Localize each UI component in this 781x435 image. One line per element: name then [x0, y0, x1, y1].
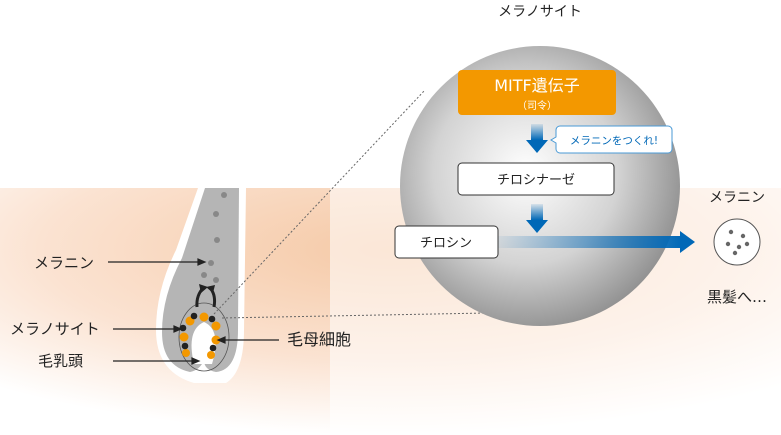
- arrow-down-icon: [526, 220, 548, 233]
- mitf-gene-sub: （司令）: [517, 99, 557, 112]
- label-melanin-hair: メラニン: [34, 254, 94, 272]
- melanin-granules: [201, 192, 227, 283]
- arrow-right-icon: [680, 231, 695, 253]
- tyrosine-box: [394, 225, 499, 259]
- hair-matrix-cells: [179, 312, 221, 359]
- label-dermal-papilla: 毛乳頭: [38, 352, 83, 370]
- label-melanocyte-hair: メラノサイト: [10, 320, 100, 338]
- melanin-granule-circle: [713, 218, 761, 266]
- mitf-gene-box: [458, 70, 616, 115]
- mitf-gene-label: MITF遺伝子: [494, 76, 580, 95]
- black-hair-label: 黒髪へ…: [707, 288, 767, 306]
- melanin-label: メラニン: [709, 190, 765, 206]
- tyrosinase-box: [457, 162, 615, 196]
- label-hair-matrix: 毛母細胞: [287, 330, 351, 349]
- melanocyte-cells: [179, 312, 217, 352]
- melanocyte-title: メラノサイト: [498, 4, 582, 20]
- arrow-down-icon: [526, 140, 548, 153]
- tyrosinase-label: チロシナーゼ: [497, 173, 575, 188]
- tyrosine-label: チロシン: [420, 236, 472, 251]
- speech-bubble: [550, 125, 673, 154]
- speech-bubble-text: メラニンをつくれ!: [570, 135, 658, 147]
